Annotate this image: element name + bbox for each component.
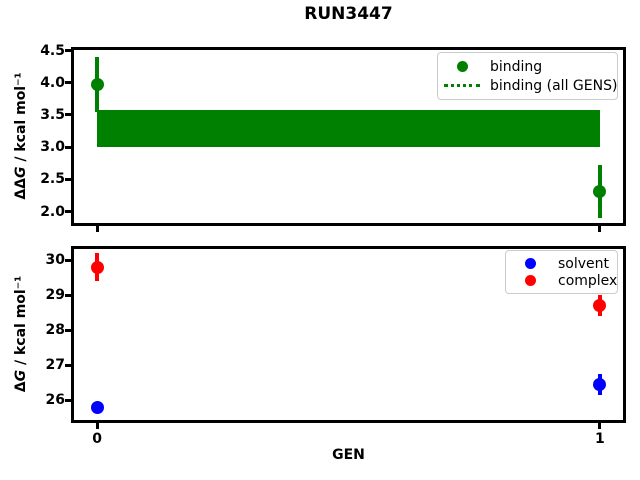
y-tick-label: 27 bbox=[45, 357, 65, 373]
legend-handle bbox=[508, 275, 552, 286]
y-tick-mark bbox=[65, 398, 71, 402]
legend-entry-solvent: solvent bbox=[508, 255, 615, 272]
binding-point-gen1 bbox=[593, 185, 607, 198]
legend-label-binding-all-gens: binding (all GENS) bbox=[490, 77, 618, 94]
x-tick-mark bbox=[598, 423, 602, 429]
legend-label-solvent: solvent bbox=[558, 255, 610, 272]
legend-entry-binding-all-gens: binding (all GENS) bbox=[440, 76, 618, 95]
solvent-dot-icon bbox=[524, 258, 536, 269]
x-tick-mark bbox=[95, 226, 99, 232]
legend-entry-binding: binding bbox=[440, 57, 615, 76]
y-tick-mark bbox=[65, 49, 71, 53]
y-tick-label: 3.0 bbox=[40, 139, 65, 156]
y-tick-label: 30 bbox=[45, 252, 65, 268]
bottom-plot-area: solvent complex 30 29 28 27 26 0 1 bbox=[46, 246, 626, 447]
y-tick-mark bbox=[65, 258, 71, 262]
y-tick-mark bbox=[65, 328, 71, 332]
y-tick-mark bbox=[65, 113, 71, 117]
complex-point-gen1 bbox=[593, 299, 607, 312]
y-tick-label: 26 bbox=[45, 392, 65, 408]
x-tick-label: 0 bbox=[92, 431, 102, 447]
solvent-point-gen1 bbox=[593, 377, 607, 391]
top-legend: binding binding (all GENS) bbox=[437, 52, 618, 100]
y-tick-label: 2.0 bbox=[40, 203, 65, 220]
y-tick-mark bbox=[65, 210, 71, 213]
y-tick-label: 4.5 bbox=[40, 42, 65, 59]
complex-point-gen0 bbox=[90, 260, 104, 274]
y-tick-label: 3.5 bbox=[40, 106, 65, 123]
dotted-line-icon bbox=[444, 84, 480, 87]
x-tick-label: 1 bbox=[595, 431, 605, 447]
binding-all-gens-band bbox=[97, 109, 600, 148]
legend-entry-complex: complex bbox=[508, 272, 618, 289]
legend-handle bbox=[440, 61, 484, 72]
y-tick-label: 2.5 bbox=[40, 171, 65, 188]
y-tick-label: 29 bbox=[45, 287, 65, 303]
legend-handle bbox=[440, 84, 484, 87]
legend-handle bbox=[508, 258, 552, 269]
y-tick-label: 4.0 bbox=[40, 74, 65, 91]
legend-label-complex: complex bbox=[558, 272, 618, 289]
legend-label-binding: binding bbox=[490, 58, 543, 75]
x-axis-label: GEN bbox=[332, 447, 365, 463]
binding-point-gen0 bbox=[90, 78, 104, 92]
x-tick-mark bbox=[598, 226, 602, 232]
y-tick-mark bbox=[65, 81, 71, 85]
y-tick-mark bbox=[65, 145, 71, 149]
complex-dot-icon bbox=[524, 275, 536, 286]
y-tick-mark bbox=[65, 293, 71, 297]
top-plot-area: binding binding (all GENS) 4.5 4.0 3.5 3.0 2… bbox=[40, 43, 626, 232]
chart-title: RUN3447 bbox=[304, 4, 393, 24]
binding-dot-icon bbox=[456, 61, 468, 72]
y-tick-mark bbox=[65, 363, 71, 367]
y-tick-label: 28 bbox=[45, 322, 65, 338]
bottom-legend: solvent complex bbox=[505, 250, 618, 294]
y-tick-mark bbox=[65, 177, 71, 181]
x-tick-mark bbox=[95, 423, 99, 429]
solvent-point-gen0 bbox=[90, 401, 104, 415]
